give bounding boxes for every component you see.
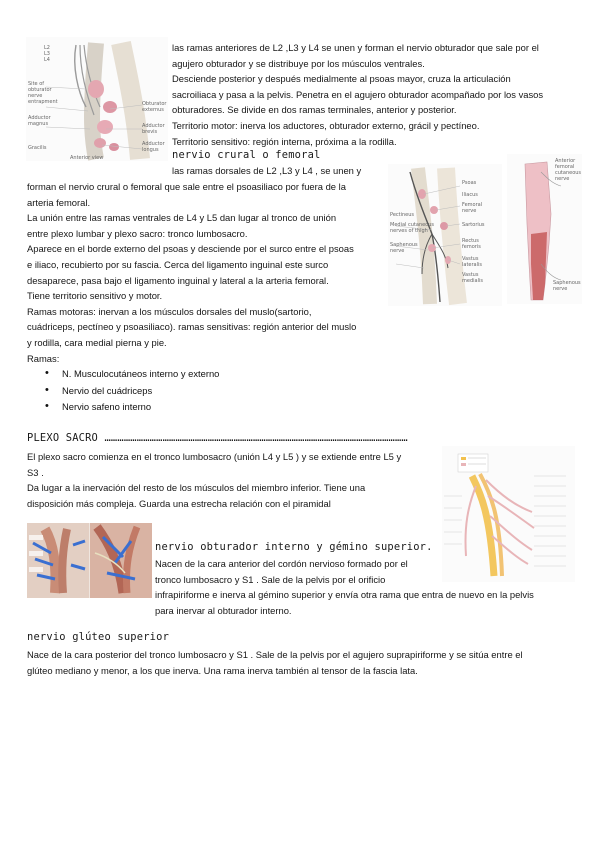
svg-text:L4: L4 (44, 57, 50, 63)
text-line: La unión entre las ramas ventrales de L4… (27, 212, 337, 224)
svg-text:obturator: obturator (28, 87, 53, 93)
svg-text:femoris: femoris (462, 244, 481, 250)
list-item: Nervio safeno interno (27, 398, 219, 416)
text-line: e iliaco, recubierto por su fascia. Cerc… (27, 258, 329, 270)
svg-text:lateralis: lateralis (462, 262, 482, 268)
svg-text:Pectineus: Pectineus (390, 212, 414, 218)
text-line: Tiene territorio sensitivo y motor. (27, 290, 163, 302)
text-line: infrapiriforme e inerva al gémino superi… (155, 589, 534, 601)
svg-text:Medial cutaneous: Medial cutaneous (390, 222, 434, 228)
figure-pelvis-photos (27, 523, 152, 598)
svg-text:Adductor: Adductor (142, 123, 166, 129)
svg-text:externus: externus (142, 107, 164, 113)
svg-text:magnus: magnus (28, 121, 48, 127)
text-line: agujero obturador y se distribuye por lo… (172, 57, 425, 69)
svg-text:Adductor: Adductor (142, 141, 166, 147)
svg-text:Anterior: Anterior (555, 158, 576, 164)
text-line: disposición más compleja. Guarda una est… (27, 497, 331, 509)
svg-text:nerves of thigh: nerves of thigh (390, 228, 428, 234)
text-line: Da lugar a la inervación del resto de lo… (27, 482, 366, 494)
svg-text:L2: L2 (44, 45, 50, 51)
svg-text:Rectus: Rectus (462, 238, 479, 244)
svg-text:Psoas: Psoas (462, 180, 477, 186)
text-line: El plexo sacro comienza en el tronco lum… (27, 451, 402, 462)
svg-text:Site of: Site of (28, 81, 44, 87)
text-line: arteria femoral. (27, 196, 91, 208)
heading-nervio-obturador-interno: nervio obturador interno y gémino superi… (155, 541, 433, 553)
text-line: forman el nervio crural o femoral que sa… (27, 181, 346, 192)
svg-text:entrapment: entrapment (28, 99, 58, 105)
svg-text:Adductor: Adductor (28, 115, 52, 121)
text-line: sacroiliaca y pasa a la pelvis. Penetra … (172, 88, 544, 100)
svg-text:nerve: nerve (390, 248, 404, 254)
text-line: las ramas anteriores de L2 ,L3 y L4 se u… (172, 42, 539, 53)
svg-text:Iliacus: Iliacus (462, 192, 478, 198)
text-line: para inervar al obturador interno. (155, 604, 292, 616)
figure-femoral-nerve: Psoas Iliacus Femoral nerve Pectineus Sa… (388, 164, 502, 306)
svg-text:femoral: femoral (555, 164, 574, 170)
figure-sacral-plexus (442, 446, 575, 582)
text-line: Ramas: (27, 352, 60, 364)
text-line: Aparece en el borde externo del psoas y … (27, 243, 354, 255)
svg-text:Sartorius: Sartorius (462, 222, 485, 228)
svg-text:L3: L3 (44, 51, 50, 57)
crural-paragraph: forman el nervio crural o femoral que sa… (27, 179, 356, 366)
figure-leg-cutaneous: Anterior femoral cutaneous nerve Sapheno… (507, 154, 582, 304)
svg-text:Anterior view: Anterior view (70, 155, 103, 161)
figure-obturator-nerve: L2 L3 L4 Site of obturator nerve entrapm… (26, 37, 168, 161)
obturador-intro-paragraph: las ramas anteriores de L2 ,L3 y L4 se u… (172, 40, 543, 149)
text-line: tronco lumbosacro y S1 . Sale de la pelv… (155, 573, 386, 585)
gluteo-paragraph: Nace de la cara posterior del tronco lum… (27, 647, 523, 678)
text-line: S3 . (27, 466, 44, 478)
text-line: y rodilla, cara medial pierna y pie. (27, 336, 167, 348)
list-item: Nervio del cuádriceps (27, 382, 219, 400)
text-line: obturadores. Se divide en dos ramas term… (172, 104, 457, 116)
text-line: desaparece, pasa bajo el ligamento ingui… (27, 274, 329, 286)
svg-text:Vastus: Vastus (462, 256, 479, 262)
svg-text:nerve: nerve (462, 208, 476, 214)
text-line: entre plexo lumbar y plexo sacro: tronco… (27, 227, 248, 239)
svg-text:Gracilis: Gracilis (28, 145, 47, 151)
svg-text:Saphenous: Saphenous (390, 242, 418, 248)
svg-text:nerve: nerve (553, 286, 567, 292)
text-line: glúteo mediano y menor, a los que inerva… (27, 664, 418, 676)
ramas-list: N. Musculocutáneos interno y externo Ner… (27, 365, 219, 416)
heading-nervio-crural: nervio crural o femoral (172, 149, 321, 161)
text-line: Ramas motoras: inervan a los músculos do… (27, 305, 312, 317)
text-line: Territorio motor: inerva los aductores, … (172, 119, 480, 131)
crural-first-line: las ramas dorsales de L2 ,L3 y L4 , se u… (172, 165, 362, 176)
text-line: Desciende posterior y después medialment… (172, 73, 511, 85)
text-line: Nacen de la cara anterior del cordón ner… (155, 558, 408, 569)
text-line: Territorio sensitivo: región interna, pr… (172, 135, 397, 147)
obturador-interno-lines-short: Nacen de la cara anterior del cordón ner… (155, 556, 534, 618)
sacro-paragraph: El plexo sacro comienza en el tronco lum… (27, 449, 401, 511)
heading-plexo-sacro: PLEXO SACRO …………………………………………………………………………… (27, 432, 408, 444)
list-item: N. Musculocutáneos interno y externo (27, 365, 219, 383)
svg-text:brevis: brevis (142, 129, 158, 135)
svg-text:Vastus: Vastus (462, 272, 479, 278)
svg-text:medialis: medialis (462, 278, 483, 284)
text-line: Nace de la cara posterior del tronco lum… (27, 649, 523, 660)
svg-text:Saphenous: Saphenous (553, 280, 581, 286)
svg-text:Femoral: Femoral (462, 202, 482, 208)
svg-text:nerve: nerve (555, 176, 569, 182)
svg-text:cutaneous: cutaneous (555, 170, 581, 176)
svg-text:Obturator: Obturator (142, 101, 167, 107)
svg-text:nerve: nerve (28, 93, 42, 99)
svg-text:longus: longus (142, 147, 159, 153)
text-line: cuádriceps, pectíneo y psoasiliaco). ram… (27, 321, 357, 333)
heading-nervio-gluteo-superior: nervio glúteo superior (27, 631, 170, 643)
